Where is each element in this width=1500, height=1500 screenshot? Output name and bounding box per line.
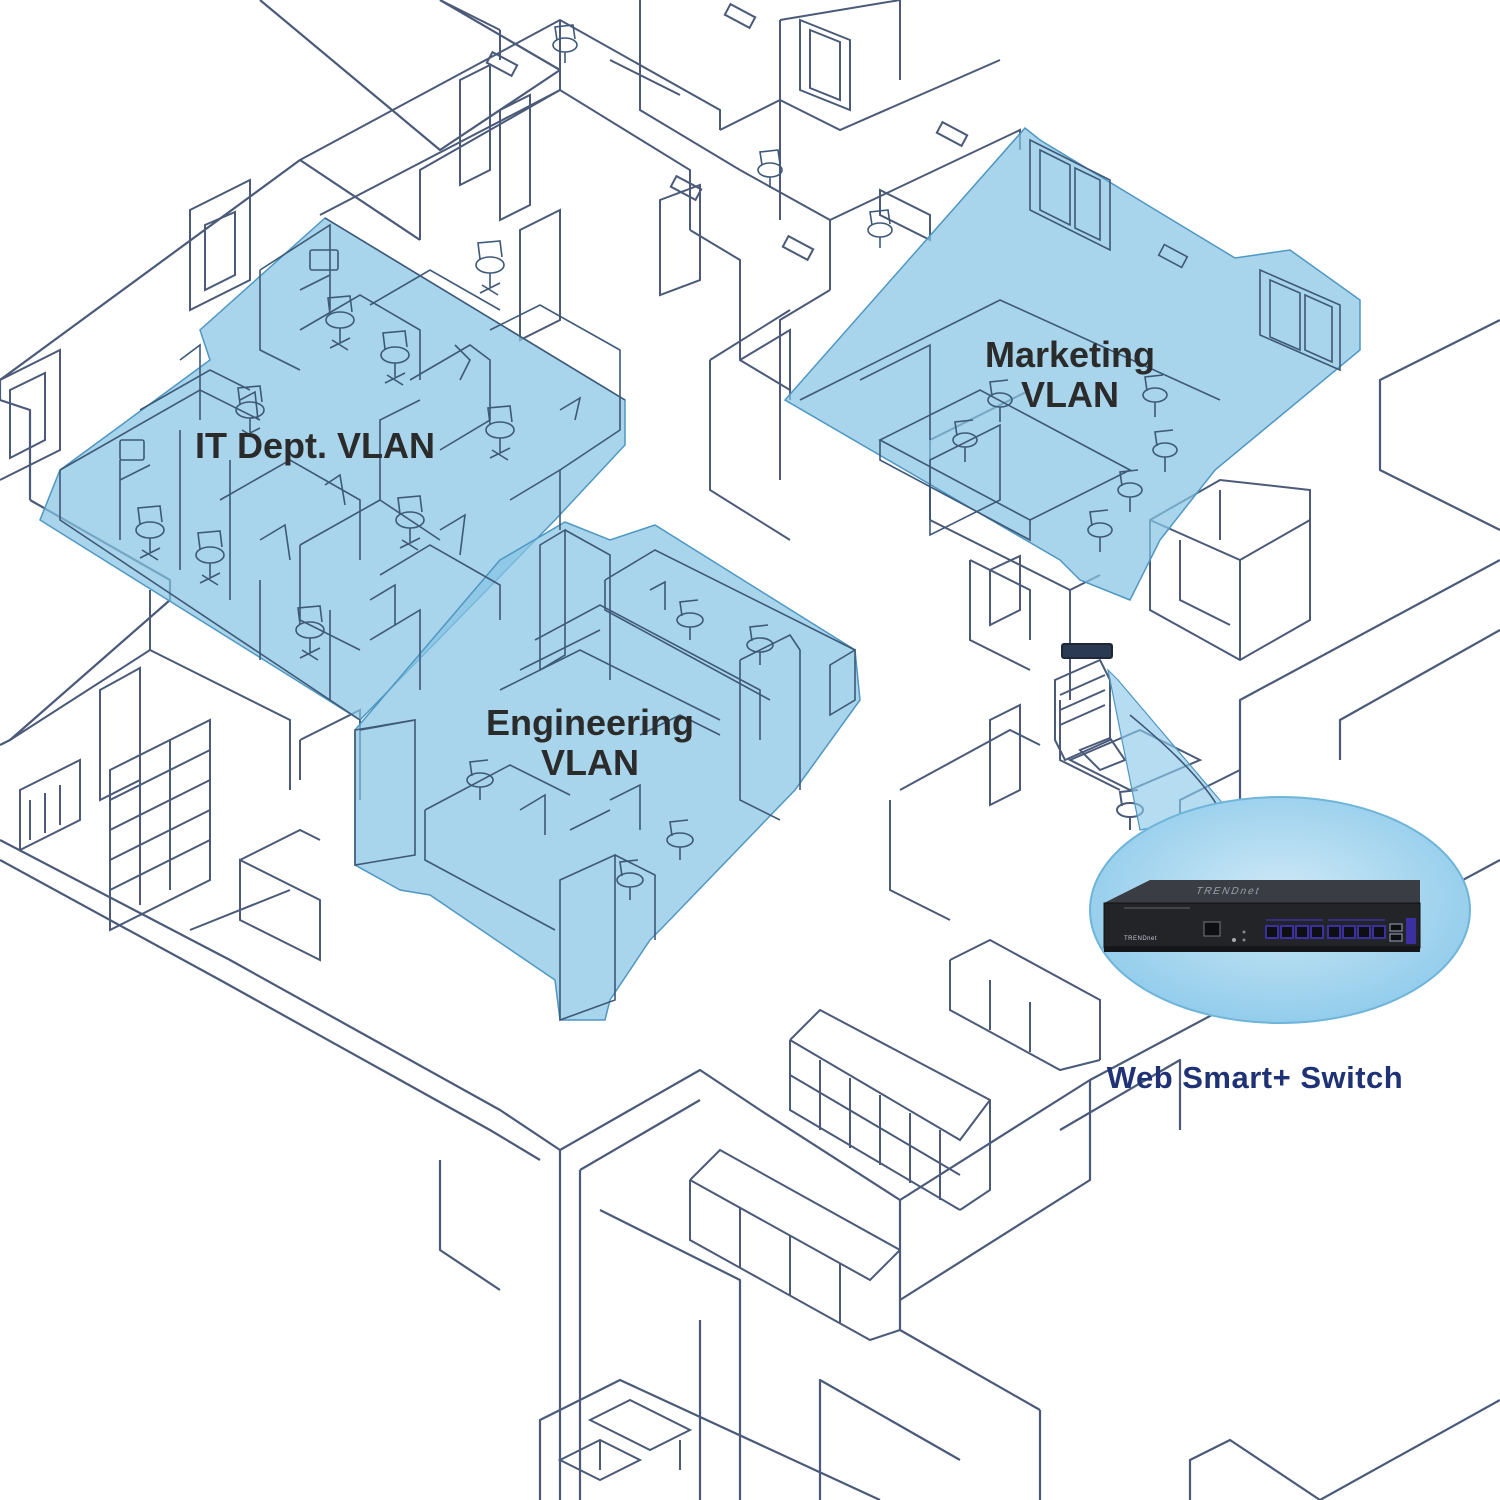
marketing-conference-table xyxy=(799,138,1341,552)
it-dept-vlan-label: IT Dept. VLAN xyxy=(195,425,435,466)
marketing-label-line1: Marketing xyxy=(984,334,1156,375)
marketing-label-line2: VLAN xyxy=(1021,374,1119,415)
engineering-vlan-label: Engineering VLAN xyxy=(440,703,740,783)
office-chairs xyxy=(135,24,893,661)
engineering-cubicles xyxy=(354,528,856,1022)
vlan-zones xyxy=(39,126,1361,1021)
it-cubicles xyxy=(59,217,626,721)
lower-right-furniture xyxy=(557,700,1121,1482)
marketing-vlan-zone xyxy=(783,126,1361,601)
left-rooms xyxy=(0,178,361,962)
network-switch-icon xyxy=(1103,880,1421,952)
lan-ports xyxy=(1265,925,1386,939)
marketing-vlan-label: Marketing VLAN xyxy=(930,335,1210,415)
engineering-label-line1: Engineering xyxy=(485,702,695,743)
engineering-label-line2: VLAN xyxy=(541,742,639,783)
top-offices xyxy=(299,0,1021,541)
web-smart-switch-label: Web Smart+ Switch xyxy=(1106,1060,1404,1095)
switch-brand-logo-front: TRENDnet xyxy=(1124,936,1158,942)
switch-brand-logo-top: TRENDnet xyxy=(1193,886,1263,897)
small-switch-icon xyxy=(1061,643,1113,659)
sfp-ports xyxy=(1389,923,1403,942)
